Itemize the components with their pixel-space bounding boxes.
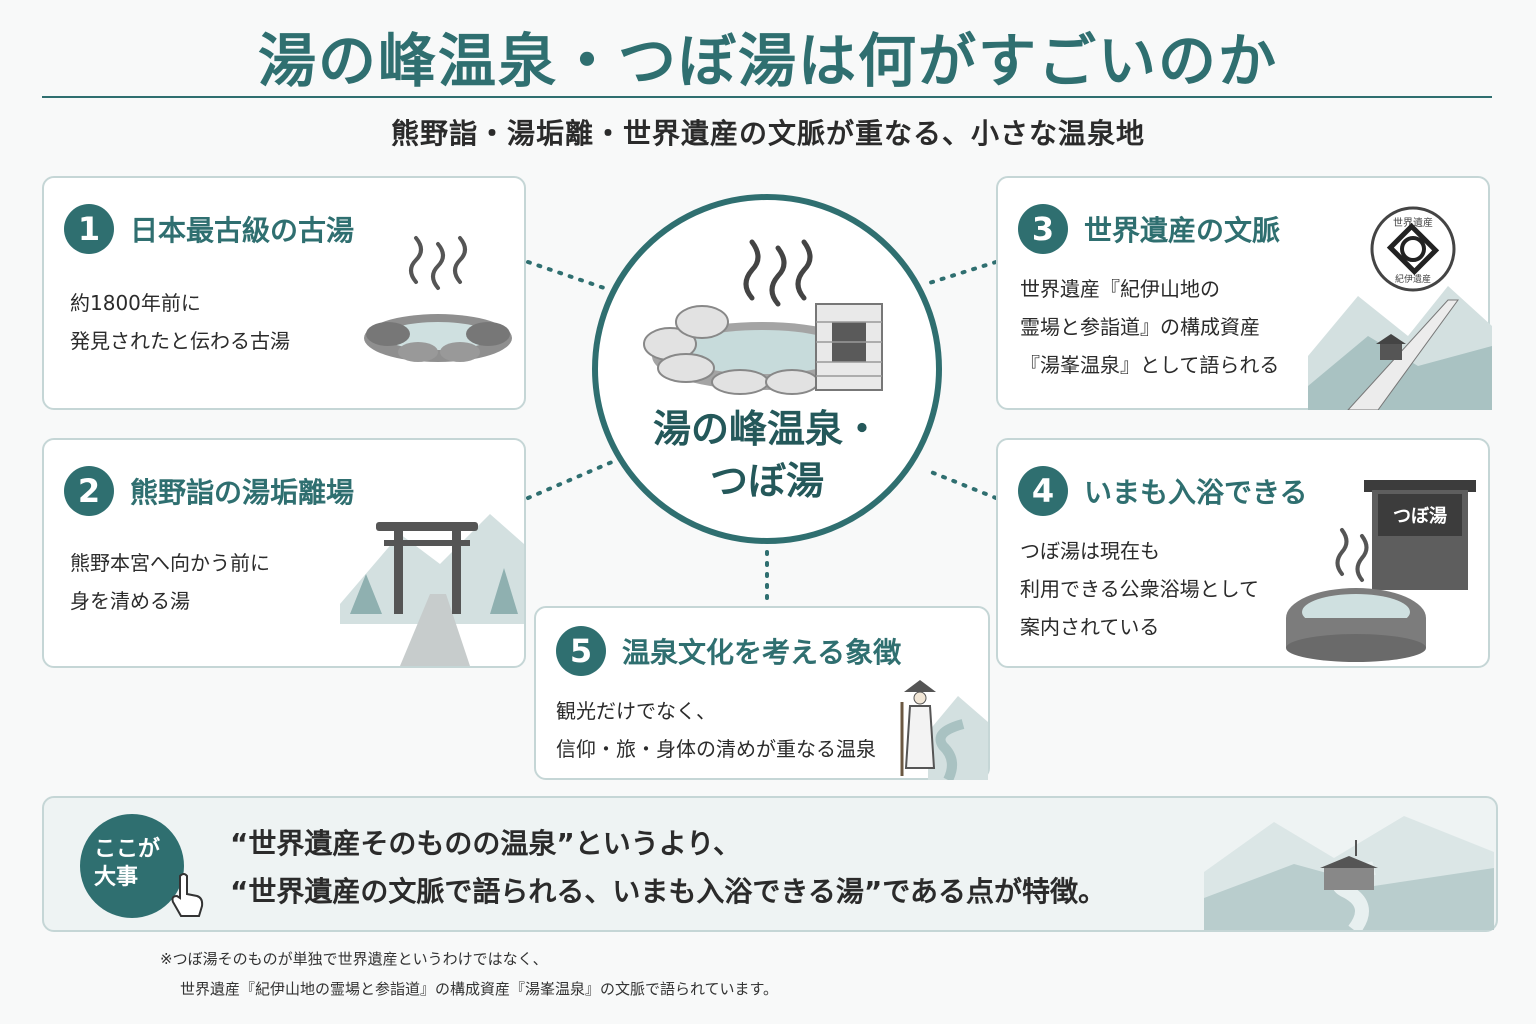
card-oldest-spring: 1 日本最古級の古湯 約1800年前に 発見されたと伝わる古湯 xyxy=(42,176,526,410)
pilgrim-river-icon xyxy=(900,680,988,780)
card-world-heritage: 3 世界遺産の文脈 世界遺産『紀伊山地の 霊場と参詣道』の構成資産 『湯峯温泉』… xyxy=(996,176,1492,410)
page-title: 湯の峰温泉・つぼ湯は何がすごいのか xyxy=(257,27,1278,95)
card-title: 熊野詣の湯垢離場 xyxy=(130,476,355,509)
torii-gate-path-icon xyxy=(340,514,524,666)
central-hub: 湯の峰温泉・ つぼ湯 xyxy=(592,194,942,544)
card-description: 約1800年前に 発見されたと伝わる古湯 xyxy=(70,291,290,353)
emblem-top-text: 世界遺産 xyxy=(1393,216,1433,229)
card-number-badge: 3 xyxy=(1018,204,1068,254)
mountain-stairs-icon xyxy=(1308,286,1492,410)
pointing-hand-icon xyxy=(171,873,204,917)
key-point-line1: “世界遺産そのものの温泉”というより、 xyxy=(230,827,742,860)
hub-label-line2: つぼ湯 xyxy=(709,459,824,503)
title-divider xyxy=(42,96,1492,98)
card-number-badge: 4 xyxy=(1018,466,1068,516)
connector-card-3 xyxy=(924,260,998,286)
card-number-badge: 1 xyxy=(64,204,114,254)
connector-card-4 xyxy=(924,468,998,500)
card-description: 世界遺産『紀伊山地の 霊場と参詣道』の構成資産 『湯峯温泉』として語られる xyxy=(1020,277,1280,377)
emblem-bottom-text: 紀伊遺産 xyxy=(1395,273,1431,285)
card-title: 日本最古級の古湯 xyxy=(130,214,355,247)
page-subtitle: 熊野詣・湯垢離・世界遺産の文脈が重なる、小さな温泉地 xyxy=(390,117,1145,150)
tsuboyu-sign-text: つぼ湯 xyxy=(1393,506,1447,527)
card-title: いまも入浴できる xyxy=(1084,476,1308,509)
onsen-village-icon xyxy=(1204,816,1494,930)
card-number-badge: 2 xyxy=(64,466,114,516)
key-point-badge: ここが 大事 xyxy=(80,814,184,918)
hub-label-line1: 湯の峰温泉・ xyxy=(652,407,881,451)
card-description: 観光だけでなく、 信仰・旅・身体の清めが重なる温泉 xyxy=(556,699,876,761)
footnote-line2: 世界遺産『紀伊山地の霊場と参詣道』の構成資産『湯峯温泉』の文脈で語られています。 xyxy=(180,980,779,998)
card-description: つぼ湯は現在も 利用できる公衆浴場として 案内されている xyxy=(1020,539,1259,639)
key-point-panel: ここが 大事 “世界遺産そのものの温泉”というより、 “世界遺産の文脈で語られる… xyxy=(42,796,1498,932)
card-title: 温泉文化を考える象徴 xyxy=(622,636,902,669)
key-point-line2: “世界遺産の文脈で語られる、いまも入浴できる湯”である点が特徴。 xyxy=(230,875,1106,908)
connector-card-1 xyxy=(526,260,612,292)
hot-spring-bath-icon xyxy=(643,239,883,395)
rock-bath-steam-icon xyxy=(364,236,512,362)
card-onsen-culture-symbol: 5 温泉文化を考える象徴 観光だけでなく、 信仰・旅・身体の清めが重なる温泉 xyxy=(534,606,990,780)
card-title: 世界遺産の文脈 xyxy=(1084,214,1281,247)
world-heritage-emblem-icon: 世界遺産 紀伊遺産 xyxy=(1370,206,1456,292)
tsuboyu-hut-icon: つぼ湯 xyxy=(1286,480,1476,662)
card-number-badge: 5 xyxy=(556,626,606,676)
card-purification-site: 2 熊野詣の湯垢離場 熊野本宮へ向かう前に 身を清める湯 xyxy=(42,438,526,668)
card-bathing-available: 4 いまも入浴できる つぼ湯は現在も 利用できる公衆浴場として 案内されている … xyxy=(996,438,1490,668)
card-description: 熊野本宮へ向かう前に 身を清める湯 xyxy=(70,551,270,613)
footnote-line1: ※つぼ湯そのものが単独で世界遺産というわけではなく、 xyxy=(160,950,548,968)
